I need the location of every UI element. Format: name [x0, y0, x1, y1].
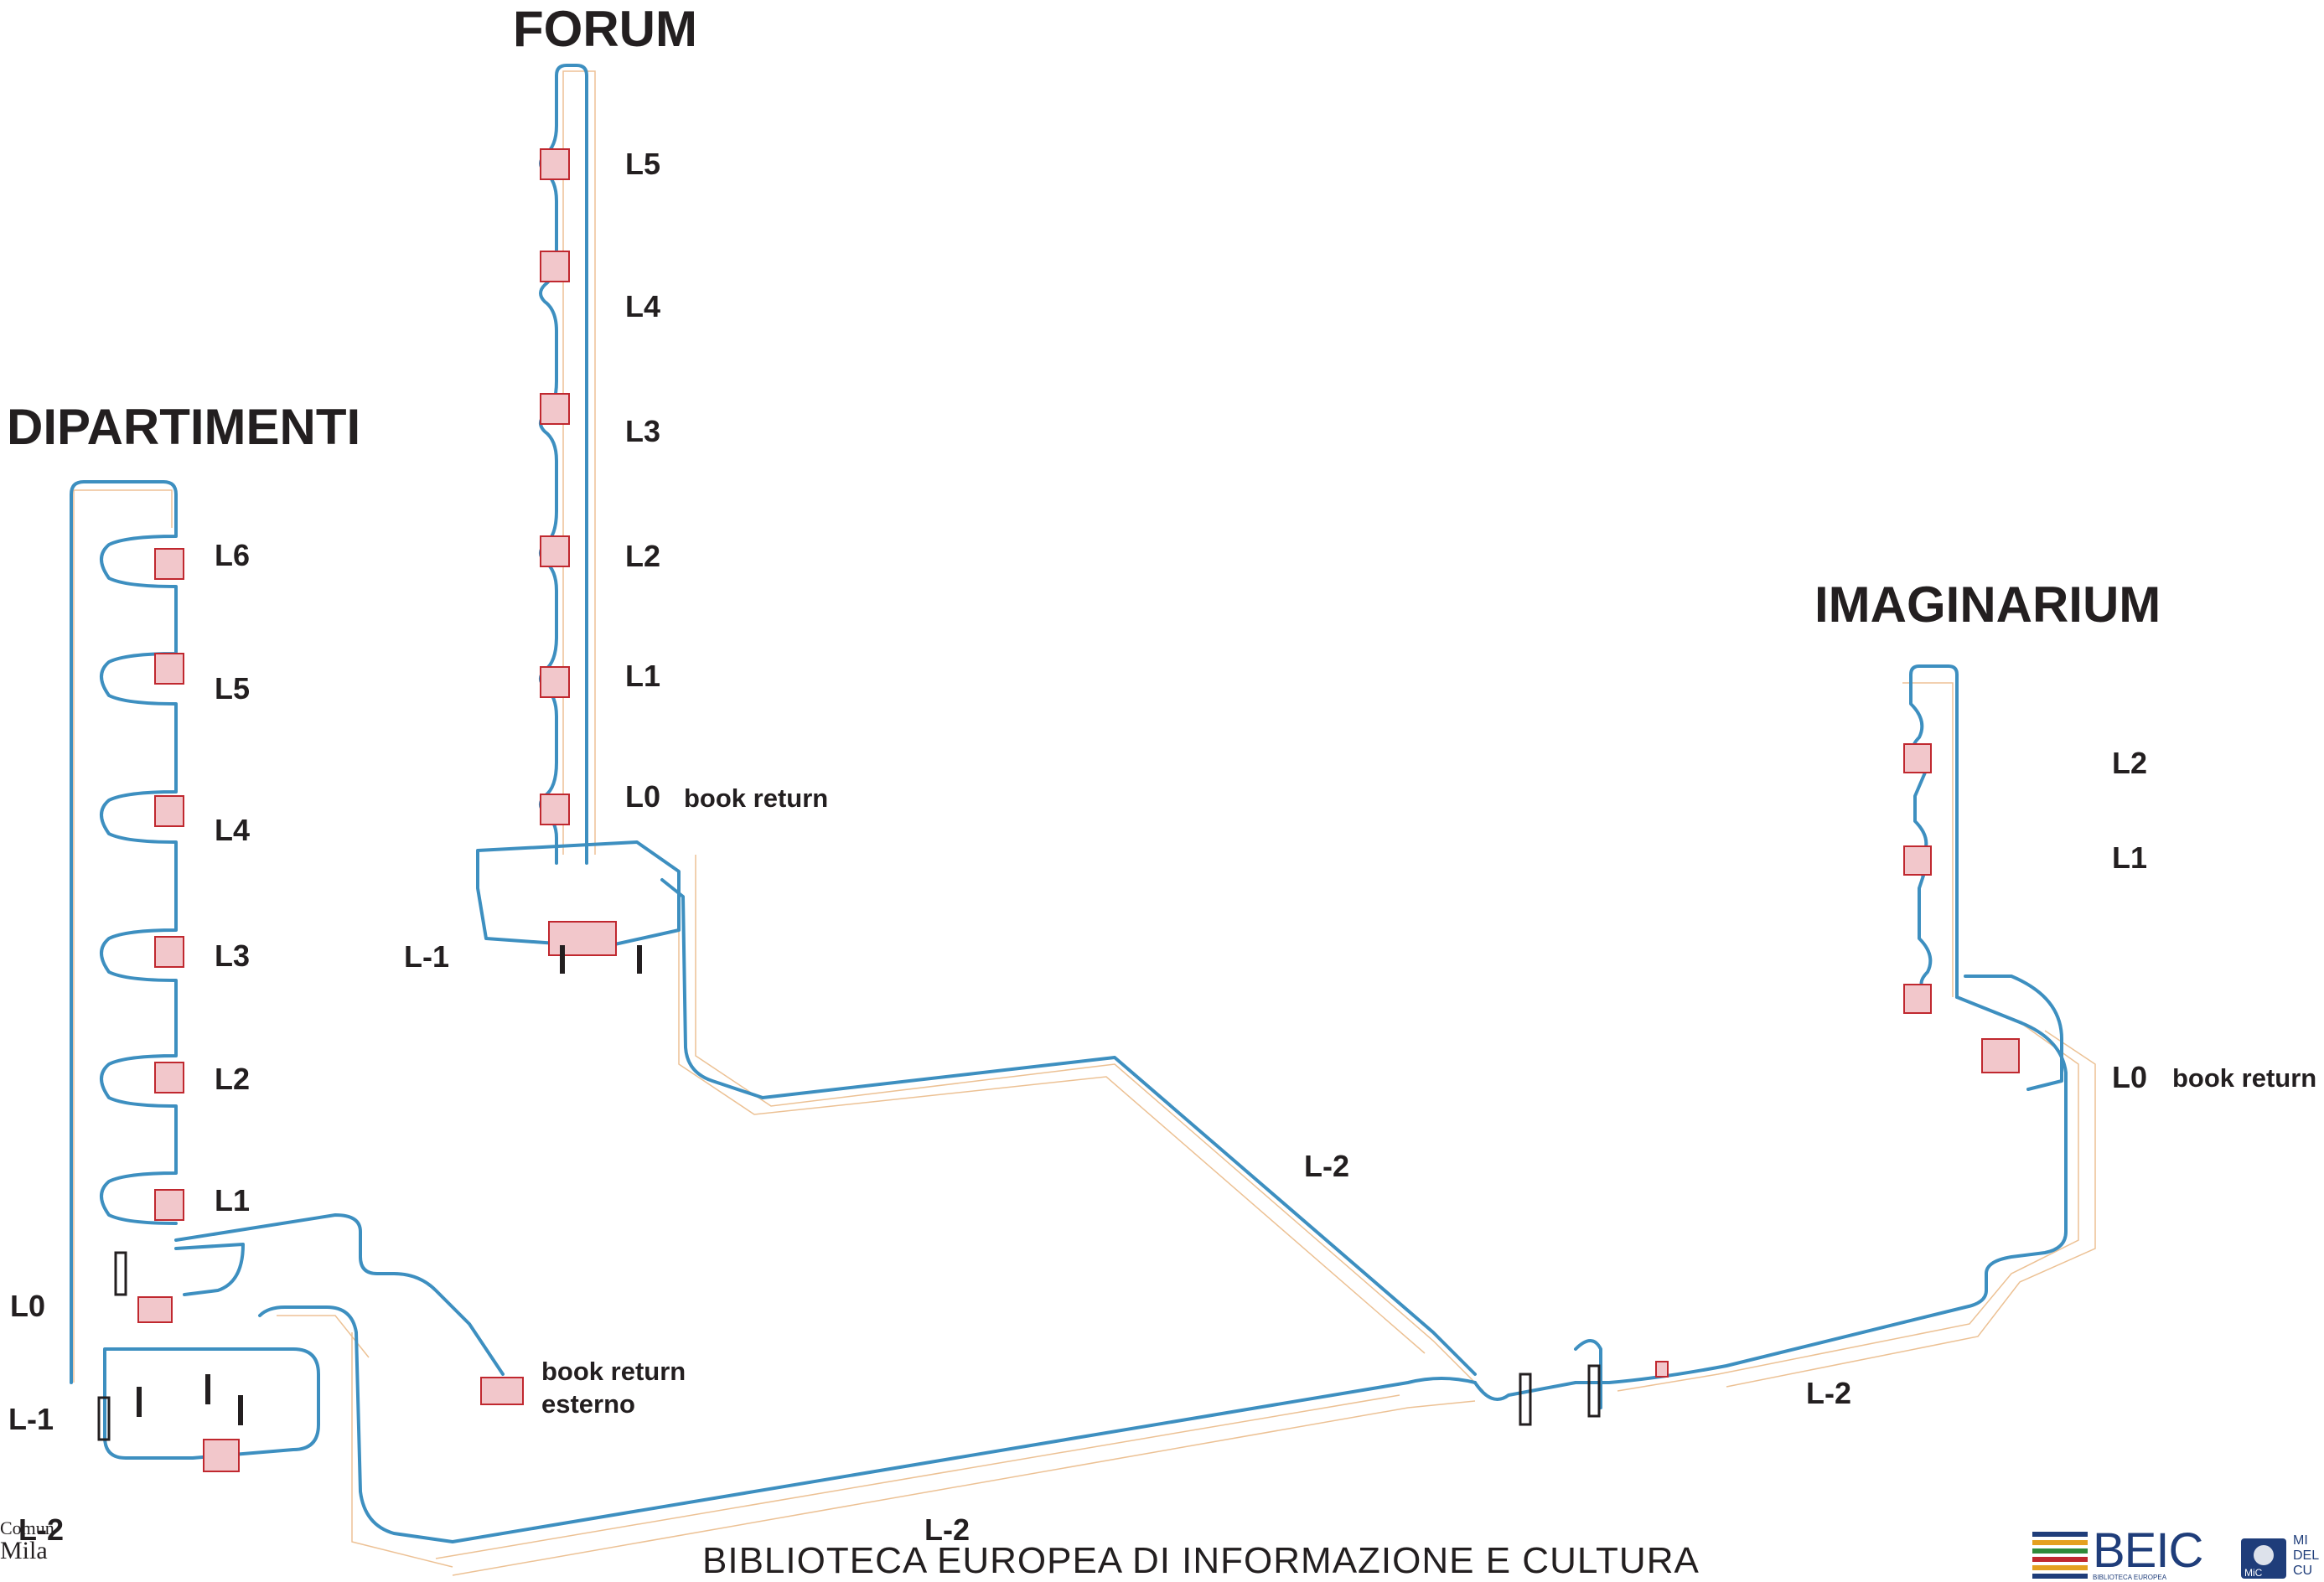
gate-3 [114, 1251, 127, 1296]
forum-hub [476, 840, 681, 949]
forum-level-l2: L2 [625, 539, 661, 573]
station-img-l1 [1903, 845, 1932, 876]
station-l-2 [1655, 1361, 1669, 1378]
ministry-line1: MI [2293, 1533, 2308, 1548]
book-stations [137, 148, 2020, 1472]
external-book-return-line1: book return [541, 1357, 686, 1386]
forum-level-l0: L0 [625, 779, 661, 814]
forum-level-l5: L5 [625, 147, 661, 181]
central-junction [1473, 1381, 1577, 1401]
basement-label-forum: L-2 [1304, 1149, 1349, 1183]
station-forum-l3 [540, 393, 570, 425]
imaginarium-l0-loop [1964, 975, 2063, 1091]
ministry-line2: DEL [2293, 1548, 2320, 1563]
ministry-logo: MiC MI DEL CU [2239, 1533, 2324, 1582]
dipartimenti-level-l3: L3 [215, 938, 251, 973]
dipartimenti-l0-loop [174, 1243, 245, 1296]
forum-level-l3: L3 [625, 414, 661, 448]
station-dip-l4 [154, 795, 184, 827]
ministry-line3: CU [2293, 1564, 2313, 1578]
forum-level-l-1: L-1 [404, 939, 449, 974]
gate-1 [1519, 1373, 1532, 1426]
footer-title: BIBLIOTECA EUROPEA DI INFORMAZIONE E CUL… [702, 1540, 1700, 1581]
dipartimenti-conveyor [70, 480, 178, 1384]
gates [97, 1251, 1601, 1441]
dipartimenti-level-l4: L4 [215, 813, 251, 847]
imaginarium-conveyor [1909, 664, 1959, 999]
station-dip-l2 [154, 1062, 184, 1093]
station-forum-l4 [540, 251, 570, 282]
imaginarium-level-l2: L2 [2112, 746, 2148, 780]
person-2 [637, 945, 642, 974]
station-dip-l5 [154, 653, 184, 685]
station-dip-l3 [154, 936, 184, 968]
station-img-l2 [1903, 743, 1932, 773]
dipartimenti-level-l-2: L-2 [18, 1512, 64, 1547]
dipartimenti-level-l6: L6 [215, 538, 251, 572]
station-dip-l-1 [203, 1439, 240, 1472]
beic-wordmark: BEIC [2093, 1523, 2203, 1578]
basement-label-imaginarium: L-2 [1806, 1376, 1851, 1410]
person-1 [560, 945, 565, 974]
dipartimenti-level-l0: L0 [10, 1289, 46, 1323]
gate-2 [1587, 1364, 1601, 1418]
external-book-return-line2: esterno [541, 1388, 635, 1419]
person-5 [238, 1395, 243, 1425]
gate-4 [97, 1396, 111, 1441]
conveyor-track [70, 64, 2068, 1543]
dipartimenti-level-l-1: L-1 [8, 1402, 54, 1436]
station-dip-l1 [154, 1189, 184, 1221]
station-dip-l6 [154, 548, 184, 580]
external-book-return: book return esterno [541, 1356, 686, 1421]
imaginarium-level-l1: L1 [2112, 840, 2148, 875]
basement-label-bottom: L-2 [924, 1512, 970, 1547]
beic-subtitle: BIBLIOTECA EUROPEA [2093, 1574, 2167, 1581]
person-4 [205, 1374, 210, 1404]
people [137, 945, 642, 1425]
support-structure [73, 70, 2096, 1576]
station-forum-l-1 [548, 921, 617, 956]
imaginarium-title: IMAGINARIUM [1814, 576, 2161, 633]
dipartimenti-l-2-link [258, 1305, 1477, 1543]
forum-book-return: book return [684, 783, 829, 813]
dipartimenti-level-l2: L2 [215, 1062, 251, 1096]
forum-l-2-link [660, 878, 1477, 1376]
forum-level-l1: L1 [625, 659, 661, 693]
ministry-emblem-icon [2241, 1538, 2286, 1579]
comune-milano-logo: Comun Mila [0, 1518, 67, 1582]
dipartimenti-hub [103, 1347, 320, 1460]
forum-title: FORUM [513, 1, 697, 57]
imaginarium-book-return: book return [2172, 1063, 2317, 1093]
left-logo-line2: Mila [0, 1537, 48, 1565]
beic-logo: BEIC BIBLIOTECA EUROPEA [2032, 1527, 2203, 1582]
beic-stripes-icon [2032, 1532, 2088, 1579]
ministry-badge: MiC [2244, 1567, 2263, 1579]
left-logo-line1: Comun [0, 1518, 54, 1538]
imaginarium-level-l0: L0 [2112, 1060, 2148, 1094]
dipartimenti-title: DIPARTIMENTI [7, 399, 361, 455]
station-img-l0a [1903, 984, 1932, 1014]
imaginarium-l-2-link [1574, 995, 2068, 1384]
imaginarium-bridge [1574, 1339, 1602, 1409]
station-forum-l2 [540, 535, 570, 567]
forum-level-l4: L4 [625, 289, 661, 323]
station-forum-l1 [540, 666, 570, 698]
station-forum-l0 [540, 794, 570, 825]
dipartimenti-l0-link [174, 1213, 505, 1376]
station-img-l0b [1981, 1038, 2020, 1073]
dipartimenti-level-l5: L5 [215, 671, 251, 706]
station-external [480, 1377, 524, 1405]
person-3 [137, 1387, 142, 1417]
dipartimenti-level-l1: L1 [215, 1183, 251, 1218]
station-dip-l0 [137, 1296, 173, 1323]
station-forum-l5 [540, 148, 570, 180]
